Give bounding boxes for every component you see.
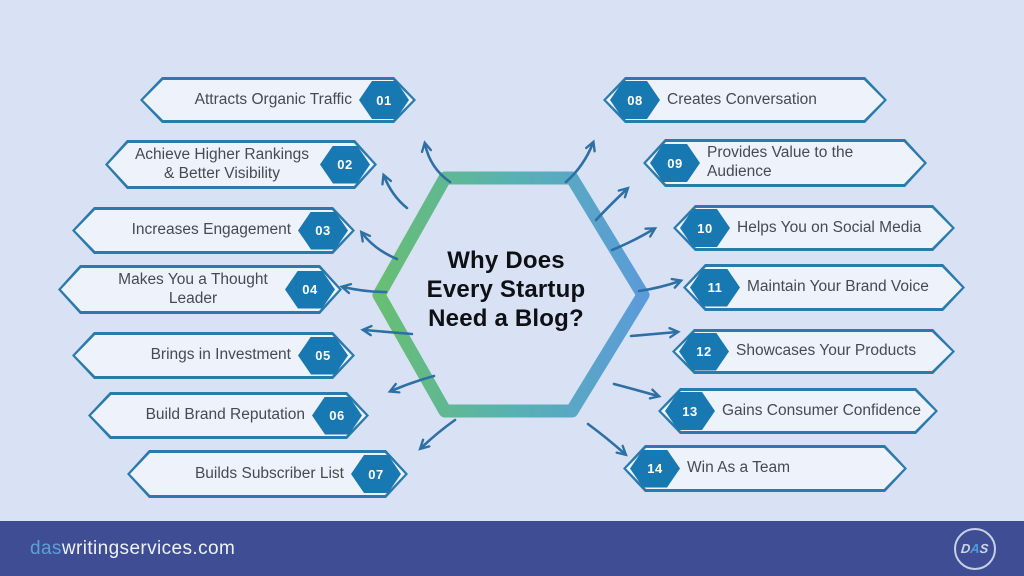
- benefit-banner-03: Increases Engagement 03: [72, 207, 355, 254]
- center-title: Why Does Every Startup Need a Blog?: [386, 246, 626, 333]
- benefit-label: Makes You a Thought Leader: [118, 270, 268, 307]
- benefit-label: Helps You on Social Media: [737, 218, 922, 236]
- arrow-to-07: [418, 418, 457, 451]
- title-line: Every Startup: [426, 276, 586, 303]
- benefit-label: Build Brand Reputation: [145, 406, 305, 424]
- benefit-banner-05: Brings in Investment 05: [72, 332, 355, 379]
- arrow-to-12: [629, 326, 681, 339]
- arrow-to-02: [381, 172, 409, 210]
- benefit-label: Showcases Your Products: [736, 342, 917, 360]
- arrow-to-09: [594, 186, 630, 222]
- benefit-banner-13: Gains Consumer Confidence 13: [658, 388, 938, 434]
- arrow-to-10: [610, 227, 658, 252]
- site-url: daswritingservices.com: [30, 538, 235, 560]
- benefit-label: Brings in Investment: [150, 346, 291, 364]
- benefit-banner-10: Helps You on Social Media 10: [673, 205, 955, 251]
- title-line: Need a Blog?: [428, 305, 584, 332]
- arrow-to-14: [586, 422, 628, 457]
- benefit-banner-14: Win As a Team 14: [623, 445, 907, 492]
- benefit-label: Win As a Team: [687, 459, 791, 477]
- benefit-banner-12: Showcases Your Products 12: [672, 329, 955, 374]
- benefit-banner-07: Builds Subscriber List 07: [127, 450, 408, 498]
- arrow-to-01: [420, 140, 452, 184]
- arrow-to-08: [564, 139, 596, 184]
- benefit-banner-08: Creates Conversation 08: [603, 77, 887, 123]
- benefit-label: Builds Subscriber List: [194, 464, 344, 482]
- benefit-label: Attracts Organic Traffic: [194, 90, 352, 108]
- benefit-label: Provides Value to the Audience: [707, 144, 854, 180]
- arrow-to-05: [360, 324, 414, 337]
- benefit-label: Increases Engagement: [131, 221, 291, 239]
- benefit-banner-01: Attracts Organic Traffic 01: [140, 77, 416, 123]
- das-logo: DAS: [954, 527, 996, 570]
- title-line: Why Does: [447, 247, 565, 274]
- benefit-banner-11: Maintain Your Brand Voice 11: [683, 264, 965, 311]
- benefit-label: Creates Conversation: [667, 90, 817, 108]
- benefit-label: Achieve Higher Rankings & Better Visibil…: [134, 145, 310, 182]
- site-url-prefix: das: [30, 537, 62, 559]
- arrow-to-03: [359, 230, 399, 261]
- benefit-label: Maintain Your Brand Voice: [747, 278, 929, 296]
- das-logo-letters: DAS: [960, 541, 990, 556]
- benefit-banner-02: Achieve Higher Rankings & Better Visibil…: [105, 140, 377, 189]
- benefit-label: Gains Consumer Confidence: [722, 401, 922, 419]
- benefit-banner-04: Makes You a Thought Leader 04: [58, 265, 342, 314]
- arrow-to-06: [387, 374, 436, 394]
- benefit-banner-06: Build Brand Reputation 06: [88, 392, 369, 439]
- benefit-banner-09: Provides Value to the Audience 09: [643, 139, 927, 187]
- arrow-to-04: [339, 282, 388, 295]
- arrow-to-13: [612, 382, 662, 400]
- site-url-rest: writingservices.com: [61, 537, 236, 559]
- footer-bar: daswritingservices.com DAS: [0, 521, 1024, 576]
- arrow-to-11: [637, 277, 684, 293]
